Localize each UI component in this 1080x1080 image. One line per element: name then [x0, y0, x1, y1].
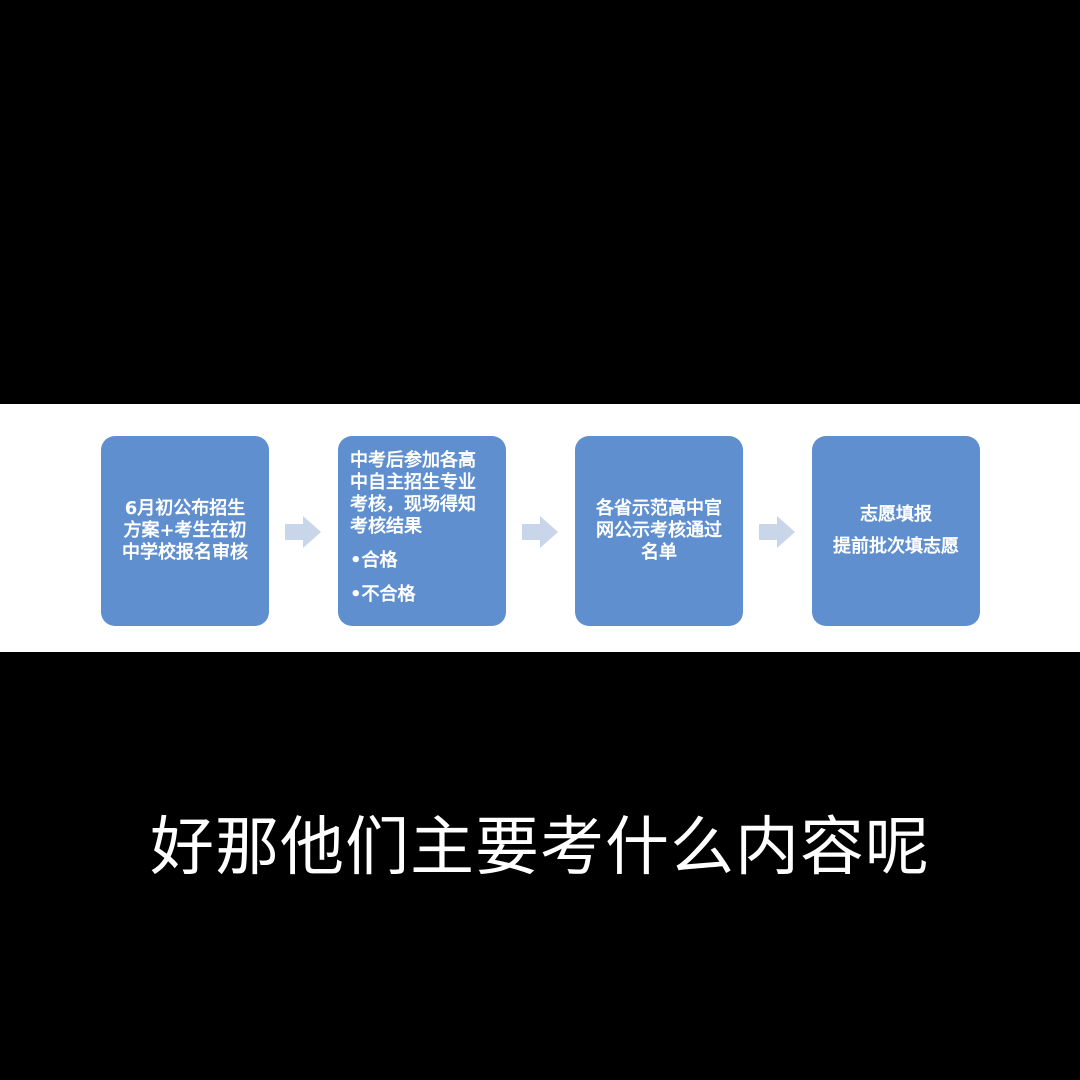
flow-step-3-line-1: 各省示范高中官: [596, 498, 722, 519]
flow-step-2-bullet-pass: •合格: [350, 550, 398, 571]
flow-step-3-text: 各省示范高中官 网公示考核通过 名单: [585, 498, 733, 564]
right-arrow-icon: [759, 514, 795, 550]
flow-step-4-text: 志愿填报 提前批次填志愿: [822, 504, 970, 558]
right-arrow-icon-shape: [759, 516, 795, 548]
flow-step-1-text: 6月初公布招生 方案+考生在初 中学校报名审核: [111, 498, 259, 564]
flow-step-1: 6月初公布招生 方案+考生在初 中学校报名审核: [101, 436, 269, 626]
flow-step-4-line-1: 志愿填报: [860, 504, 932, 525]
flow-step-1-line-3: 中学校报名审核: [122, 542, 248, 563]
video-subtitle: 好那他们主要考什么内容呢: [150, 811, 930, 885]
flow-step-3-line-2: 网公示考核通过: [596, 520, 722, 541]
flow-step-2-bullet-fail: •不合格: [350, 584, 416, 605]
flow-step-1-line-1: 6月初公布招生: [124, 498, 246, 519]
flow-step-1-line-2: 方案+考生在初: [123, 520, 247, 541]
right-arrow-icon-shape: [522, 516, 558, 548]
right-arrow-icon: [522, 514, 558, 550]
flow-step-2-line-3: 考核，现场得知: [350, 494, 476, 515]
flow-step-4-spacer: [822, 526, 970, 536]
flow-step-4-subline-1: 提前批次填志愿: [833, 536, 959, 557]
right-arrow-icon: [285, 514, 321, 550]
flow-step-2-line-4: 考核结果: [350, 516, 422, 537]
flow-step-2-line-1: 中考后参加各高: [350, 450, 476, 471]
flow-step-2: 中考后参加各高 中自主招生专业 考核，现场得知 考核结果 •合格 •不合格: [338, 436, 506, 626]
flowchart-slide: 6月初公布招生 方案+考生在初 中学校报名审核 中考后参加各高 中自主招生专业 …: [0, 404, 1080, 652]
flow-step-2-line-2: 中自主招生专业: [350, 472, 476, 493]
flow-step-4: 志愿填报 提前批次填志愿: [812, 436, 980, 626]
flow-step-3-line-3: 名单: [641, 542, 677, 563]
flow-step-3: 各省示范高中官 网公示考核通过 名单: [575, 436, 743, 626]
right-arrow-icon-shape: [285, 516, 321, 548]
